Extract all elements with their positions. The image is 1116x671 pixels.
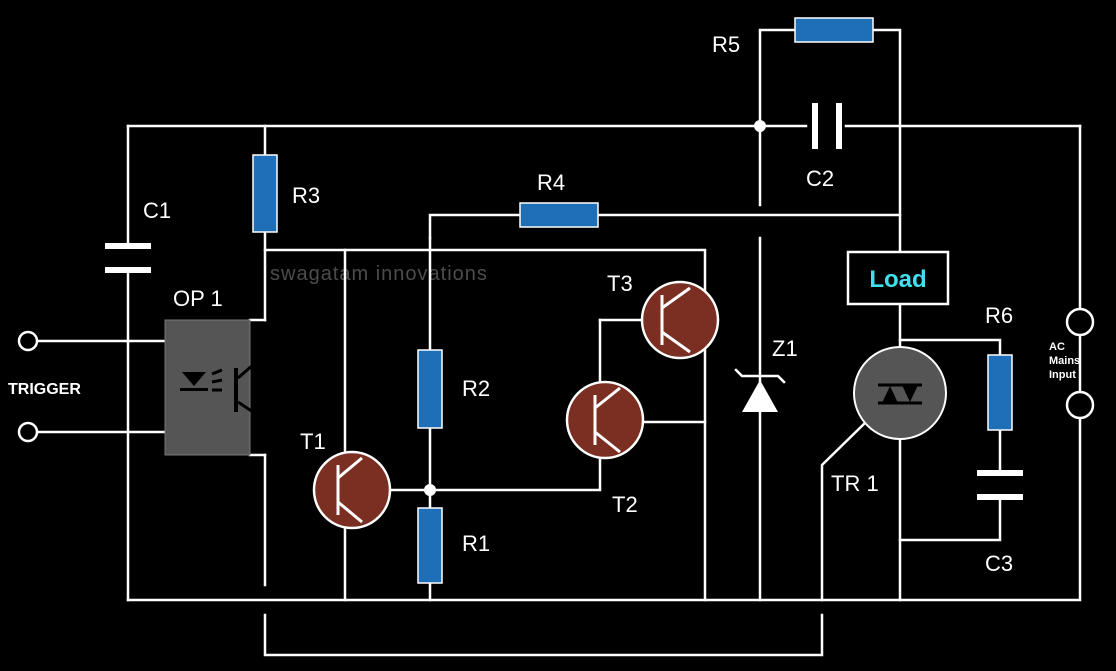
load-label: Load (869, 266, 926, 293)
transistor-t2 (565, 380, 645, 460)
triac-tr1 (853, 346, 947, 440)
label-r6: R6 (985, 303, 1013, 328)
ac-terminal-bottom (1065, 390, 1095, 420)
label-r1: R1 (462, 531, 490, 556)
label-c1: C1 (143, 198, 171, 223)
label-r4: R4 (537, 170, 565, 195)
junction-dot (424, 484, 436, 496)
transistor-t1 (312, 450, 392, 530)
resistor-r6 (987, 354, 1013, 431)
resistor-r1 (417, 507, 443, 584)
label-r3: R3 (292, 183, 320, 208)
load-box (846, 250, 950, 306)
optocoupler-op1 (164, 319, 263, 456)
label-t1: T1 (300, 429, 326, 454)
zener-z1 (734, 368, 786, 412)
label-c2: C2 (806, 166, 834, 191)
label-t3: T3 (607, 271, 633, 296)
resistor-r4 (519, 202, 599, 228)
capacitor-c1 (105, 243, 151, 273)
label-trigger: TRIGGER (8, 381, 81, 398)
label-ac-line1: AC (1049, 341, 1065, 353)
label-r5: R5 (712, 32, 740, 57)
capacitor-c2 (812, 103, 842, 149)
resistor-r5 (794, 17, 874, 43)
label-t2: T2 (612, 492, 638, 517)
label-ac-line3: Input (1049, 369, 1076, 381)
transistor-t3 (640, 280, 720, 360)
label-tr1: TR 1 (831, 471, 879, 496)
resistor-r3 (252, 154, 278, 233)
junction-dot (754, 120, 766, 132)
label-r2: R2 (462, 376, 490, 401)
label-op1: OP 1 (173, 286, 223, 311)
wires (36, 28, 1082, 657)
ac-terminal-top (1065, 307, 1095, 337)
trigger-terminal-top (17, 330, 39, 352)
label-ac-line2: Mains (1049, 355, 1080, 367)
label-c3: C3 (985, 551, 1013, 576)
label-z1: Z1 (772, 336, 798, 361)
capacitor-c3 (977, 470, 1023, 500)
trigger-terminal-bottom (17, 421, 39, 443)
resistor-r2 (417, 349, 443, 429)
watermark-text: swagatam innovations (270, 263, 488, 285)
